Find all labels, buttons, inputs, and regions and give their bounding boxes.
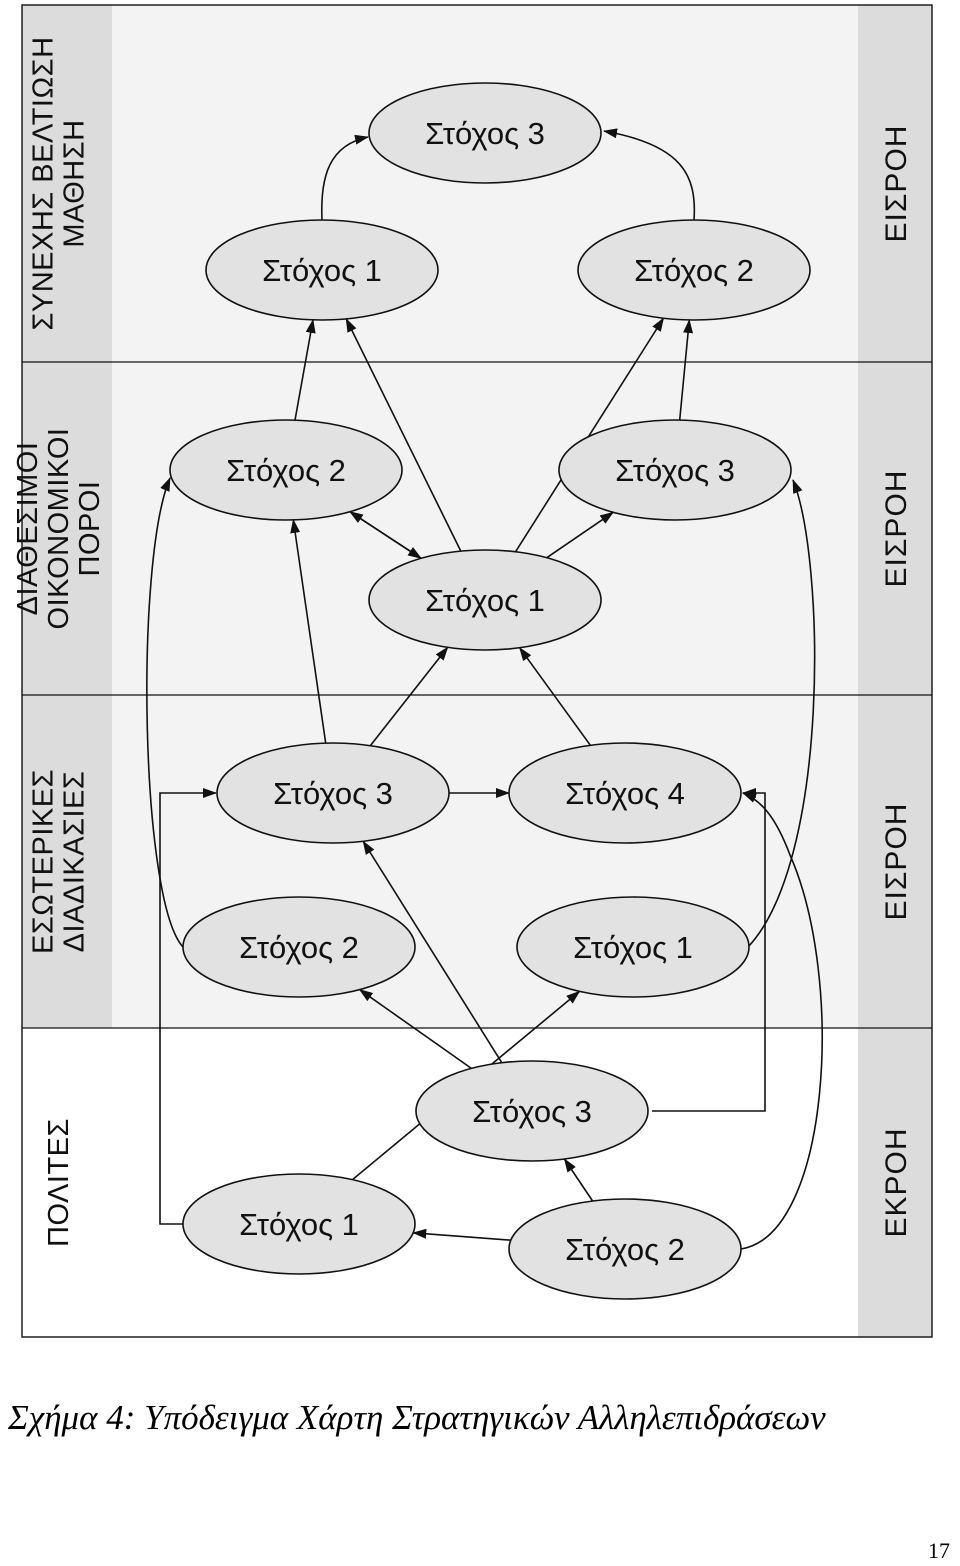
objective-ellipse bbox=[508, 742, 742, 844]
band-label-1-line-1: ΟΙΚΟΝΟΜΙΚΟΙ bbox=[43, 428, 75, 630]
flow-label-1: ΕΙΣΡΟΗ bbox=[880, 470, 913, 588]
arrow-cit_3-to-int_2 bbox=[358, 988, 472, 1070]
band-label-1-line-0: ΔΙΑΘΕΣΙΜΟΙ bbox=[12, 442, 44, 616]
objective-ellipse bbox=[516, 896, 750, 998]
objective-label: Στόχος 2 bbox=[565, 1232, 685, 1267]
band-label-3-line-0: ΠΟΛΙΤΕΣ bbox=[43, 1118, 75, 1247]
arrow-int_3-to-fin_2 bbox=[290, 518, 327, 744]
objective-nodes: Στόχος 1 Στόχος 2 Στόχος 3 Στόχος 1 Στόχος 2… bbox=[169, 82, 811, 1300]
objective-node-fin-2: Στόχος 2 bbox=[169, 419, 403, 521]
objective-ellipse bbox=[169, 419, 403, 521]
flow-label-3: ΕΚΡΟΗ bbox=[880, 1127, 913, 1237]
arrow-fin_1-to-fin_2 bbox=[349, 511, 422, 559]
band-label-strip-2 bbox=[22, 695, 112, 1028]
objective-label: Στόχος 1 bbox=[239, 1207, 359, 1242]
band-label-0-line-1: ΜΑΘΗΣΗ bbox=[59, 119, 91, 247]
arrow-cit_2-to-cit_3 bbox=[563, 1158, 594, 1202]
band-area-2 bbox=[22, 695, 932, 1028]
objective-label: Στόχος 3 bbox=[615, 453, 735, 488]
flow-strip-1 bbox=[858, 362, 932, 695]
objective-node-cit-1: Στόχος 1 bbox=[182, 1173, 416, 1275]
objective-node-int-1: Στόχος 1 bbox=[516, 896, 750, 998]
objective-node-int-4: Στόχος 4 bbox=[508, 742, 742, 844]
objective-ellipse bbox=[182, 1173, 416, 1275]
objective-node-cit-3: Στόχος 3 bbox=[415, 1060, 649, 1162]
objective-ellipse bbox=[415, 1060, 649, 1162]
objective-node-int-2: Στόχος 2 bbox=[182, 896, 416, 998]
objective-ellipse bbox=[558, 419, 792, 521]
objective-label: Στόχος 3 bbox=[273, 776, 393, 811]
arrow-cit_2-to-int_4 bbox=[740, 792, 823, 1250]
arrow-fin_2-to-learn_1 bbox=[294, 318, 316, 421]
band-label-1-line-2: ΠΟΡΟΙ bbox=[74, 481, 106, 577]
arrow-fin_3-to-learn_2 bbox=[678, 319, 694, 421]
band-label-strip-0 bbox=[22, 5, 112, 362]
arrow-learn_2-to-learn_3 bbox=[603, 128, 696, 221]
arrow-learn_1-to-learn_3 bbox=[320, 134, 369, 221]
arrow-fin_1-to-fin_3 bbox=[546, 511, 615, 559]
band-label-2-line-1: ΔΙΑΔΙΚΑΣΙΕΣ bbox=[59, 771, 91, 953]
objective-node-learn-1: Στόχος 1 bbox=[205, 219, 439, 321]
objective-label: Στόχος 1 bbox=[425, 583, 545, 618]
band-label-2-line-0: ΕΣΩΤΕΡΙΚΕΣ bbox=[28, 769, 60, 954]
arrow-fin_1-to-learn_2 bbox=[514, 317, 665, 553]
objective-node-cit-2: Στόχος 2 bbox=[508, 1198, 742, 1300]
objective-node-learn-3: Στόχος 3 bbox=[368, 82, 602, 184]
objective-ellipse bbox=[205, 219, 439, 321]
objective-label: Στόχος 2 bbox=[226, 453, 346, 488]
arrow-cit_2-to-cit_1 bbox=[412, 1228, 511, 1241]
objective-node-learn-2: Στόχος 2 bbox=[577, 219, 811, 321]
objective-label: Στόχος 1 bbox=[573, 930, 693, 965]
objective-label: Στόχος 4 bbox=[565, 776, 685, 811]
band-label-strip-1 bbox=[22, 362, 112, 695]
objective-node-fin-1: Στόχος 1 bbox=[368, 549, 602, 651]
figure-caption: Σχήμα 4: Υπόδειγμα Χάρτη Στρατηγικών Αλλ… bbox=[8, 1398, 826, 1437]
objective-ellipse bbox=[368, 549, 602, 651]
arrows bbox=[146, 128, 823, 1250]
arrow-int_4-to-fin_1 bbox=[518, 646, 592, 746]
objective-label: Στόχος 3 bbox=[472, 1094, 592, 1129]
arrow-int_2-to-fin_2 bbox=[146, 477, 184, 948]
arrow-cit_1-to-int_3 bbox=[159, 788, 217, 1225]
objective-node-int-3: Στόχος 3 bbox=[216, 742, 450, 844]
arrow-cit_3-to-int_3 bbox=[362, 840, 503, 1064]
flow-strip-0 bbox=[858, 5, 932, 362]
diagram-border bbox=[21, 4, 933, 1338]
arrow-int_1-to-fin_3 bbox=[747, 479, 816, 948]
objective-label: Στόχος 2 bbox=[239, 930, 359, 965]
flow-strip-2 bbox=[858, 695, 932, 1028]
objective-ellipse bbox=[577, 219, 811, 321]
objective-ellipse bbox=[216, 742, 450, 844]
flow-label-0: ΕΙΣΡΟΗ bbox=[880, 125, 913, 243]
band-label-0-line-0: ΣΥΝΕΧΗΣ ΒΕΛΤΙΩΣΗ bbox=[28, 36, 60, 330]
arrow-fin_1-to-learn_1 bbox=[345, 318, 462, 552]
objective-ellipse bbox=[368, 82, 602, 184]
page-number: 17 bbox=[928, 1538, 950, 1563]
objective-node-fin-3: Στόχος 3 bbox=[558, 419, 792, 521]
objective-ellipse bbox=[182, 896, 416, 998]
objective-label: Στόχος 3 bbox=[425, 116, 545, 151]
objective-label: Στόχος 1 bbox=[262, 253, 382, 288]
objective-label: Στόχος 2 bbox=[634, 253, 754, 288]
flow-label-2: ΕΙΣΡΟΗ bbox=[880, 803, 913, 921]
flow-strip-3 bbox=[858, 1028, 932, 1337]
arrow-int_3-to-fin_1 bbox=[369, 646, 449, 747]
objective-ellipse bbox=[508, 1198, 742, 1300]
